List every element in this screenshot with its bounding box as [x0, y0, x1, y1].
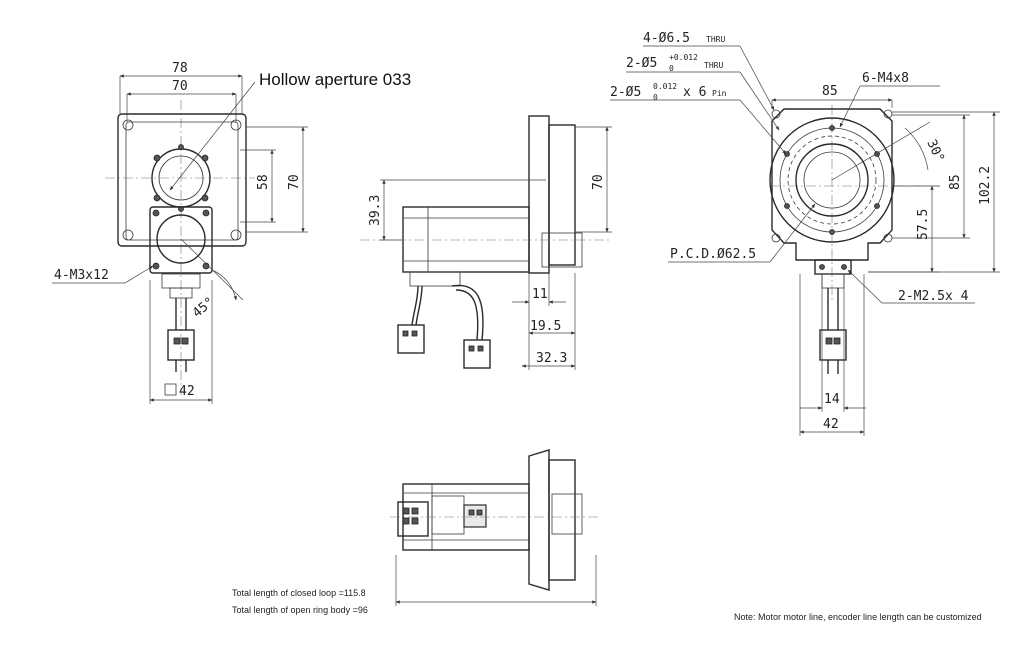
- dim-square-42: 42: [179, 384, 195, 399]
- mount-hole: [122, 119, 134, 131]
- dim-32-3: 32.3: [536, 351, 567, 366]
- dim-19-5: 19.5: [530, 319, 561, 334]
- side-flange: [528, 115, 550, 274]
- screw-label-right: 2-M2.5x 4: [898, 289, 969, 304]
- dim-102-2: 102.2: [978, 166, 993, 205]
- dim-70-side: 70: [287, 174, 302, 190]
- pin-suffix: x 6: [683, 85, 706, 100]
- pin-label: 2-Ø5: [610, 85, 641, 100]
- dim-85-side: 85: [948, 174, 963, 190]
- front-flange: [117, 113, 247, 247]
- dim-70-top: 70: [172, 79, 188, 94]
- dim-70-side-view: 70: [591, 174, 606, 190]
- closed-loop-note: Total length of closed loop =115.8: [232, 588, 366, 598]
- pin-tol-upper: 0.012: [653, 82, 677, 91]
- mount-hole: [122, 229, 134, 241]
- motor-shaft-circle: [156, 214, 206, 264]
- angle-45: 45°: [190, 294, 218, 321]
- front-view: 78 70 Hollow aperture 033 58 70 4-M3x12 …: [52, 61, 411, 404]
- holes-label: 4-Ø6.5: [643, 31, 690, 46]
- right-view: 4-Ø6.5 THRU 2-Ø5 +0.012 0 THRU 2-Ø5 0.01…: [610, 31, 1000, 436]
- output-rotor: [769, 117, 895, 243]
- dim-57-5: 57.5: [916, 209, 931, 240]
- output-bore: [795, 143, 869, 217]
- side-connector-1: [397, 324, 425, 354]
- side-motor-body: [402, 206, 530, 273]
- dim-78: 78: [172, 61, 188, 76]
- holes-suffix: THRU: [706, 35, 725, 44]
- pin-tol-lower: 0: [653, 93, 658, 102]
- cable-note: Note: Motor motor line, encoder line len…: [734, 612, 982, 622]
- right-connector: [819, 329, 847, 361]
- pin-hole-tol-lower: 0: [669, 64, 674, 73]
- motor-square: [149, 206, 213, 274]
- side-connector-2: [463, 339, 491, 369]
- dim-11: 11: [532, 287, 548, 302]
- top-connector: [397, 501, 429, 537]
- pin-hole-tol-upper: +0.012: [669, 53, 698, 62]
- tapped-label: 6-M4x8: [862, 71, 909, 86]
- dim-58: 58: [256, 174, 271, 190]
- mount-hole: [230, 229, 242, 241]
- hollow-aperture-label: Hollow aperture 033: [259, 70, 411, 89]
- angle-30: 30°: [923, 137, 947, 165]
- pin-hole-label: 2-Ø5: [626, 56, 657, 71]
- screw-label-front: 4-M3x12: [54, 268, 109, 283]
- side-view: 39.3 70 11 19.5 32.3: [360, 115, 612, 370]
- pcd-label: P.C.D.Ø62.5: [670, 247, 756, 262]
- dim-39-3: 39.3: [368, 195, 383, 226]
- dim-42: 42: [823, 417, 839, 432]
- dim-14: 14: [824, 392, 840, 407]
- dim-85-top: 85: [822, 84, 838, 99]
- top-view: [390, 449, 600, 606]
- pin-hole-suffix: THRU: [704, 61, 723, 70]
- output-flange: [771, 108, 893, 261]
- front-connector: [167, 329, 195, 361]
- open-ring-note: Total length of open ring body =96: [232, 605, 368, 615]
- pin-word: Pin: [712, 89, 727, 98]
